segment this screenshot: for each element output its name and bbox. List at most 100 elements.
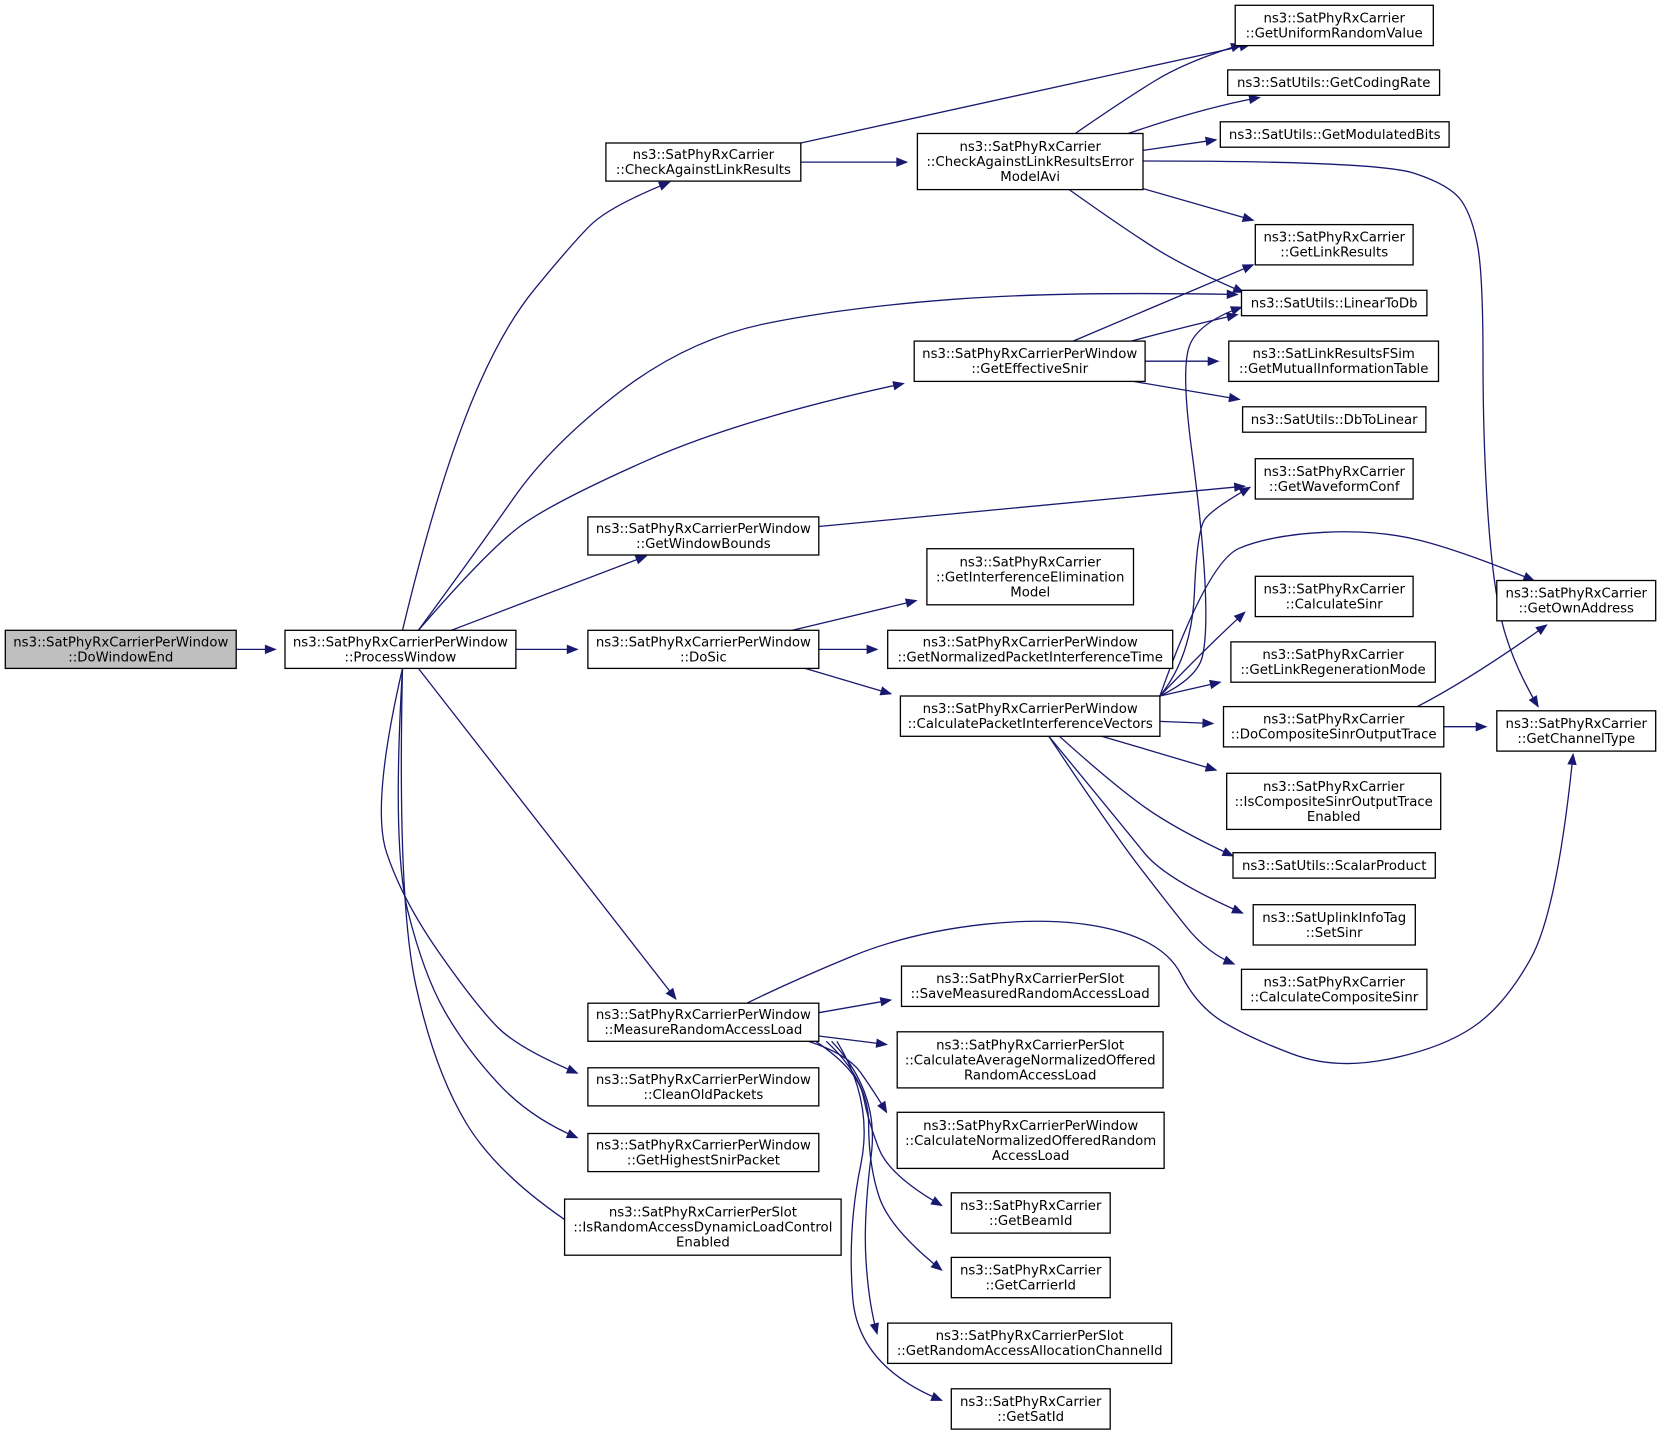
arrowhead-icon [1528,695,1539,708]
node-box [587,629,820,670]
node-label-line: ns3::SatPhyRxCarrier [1263,780,1405,795]
node-calculate-average-normalized-offered-random-access-load[interactable]: ns3::SatPhyRxCarrierPerSlot::CalculateAv… [896,1031,1164,1089]
node-db-to-linear[interactable]: ns3::SatUtils::DbToLinear [1241,406,1427,433]
arrowhead-icon [1209,679,1222,690]
arrowhead-icon [634,555,648,565]
node-label-line: ::GetHighestSnirPacket [627,1154,780,1169]
node-get-window-bounds[interactable]: ns3::SatPhyRxCarrierPerWindow::GetWindow… [587,516,820,556]
call-edge [1417,624,1548,708]
arrowhead-icon [1522,572,1536,582]
node-do-composite-sinr-output-trace[interactable]: ns3::SatPhyRxCarrier::DoCompositeSinrOut… [1222,705,1445,748]
node-process-window[interactable]: ns3::SatPhyRxCarrierPerWindow::ProcessWi… [284,629,517,670]
edge-line [400,668,576,1228]
node-label-line: ::CalculatePacketInterferenceVectors [908,717,1153,732]
node-box [1232,852,1436,879]
node-box [1227,69,1441,96]
arrowhead-icon [1535,624,1548,635]
arrowhead-icon [1475,721,1488,732]
edge-line [815,1040,943,1207]
node-get-own-address[interactable]: ns3::SatPhyRxCarrier::GetOwnAddress [1496,579,1657,622]
node-label-line: RandomAccessLoad [964,1068,1096,1083]
edge-line [836,1040,942,1402]
node-get-carrier-id[interactable]: ns3::SatPhyRxCarrier::GetCarrierId [950,1256,1111,1299]
node-do-sic[interactable]: ns3::SatPhyRxCarrierPerWindow::DoSic [587,629,820,670]
node-label-line: ns3::SatPhyRxCarrier [959,555,1101,570]
call-edges [236,42,1577,1402]
node-box [587,1132,820,1173]
node-get-mutual-information-table[interactable]: ns3::SatLinkResultsFSim::GetMutualInform… [1228,340,1440,383]
node-scalar-product[interactable]: ns3::SatUtils::ScalarProduct [1232,852,1436,879]
node-get-waveform-conf[interactable]: ns3::SatPhyRxCarrier::GetWaveformConf [1254,458,1414,500]
node-label-line: ns3::SatUtils::GetCodingRate [1237,76,1430,91]
node-get-modulated-bits[interactable]: ns3::SatUtils::GetModulatedBits [1219,121,1450,148]
node-box [913,340,1146,383]
node-is-random-access-dynamic-load-control-enabled[interactable]: ns3::SatPhyRxCarrierPerSlot::IsRandomAcc… [563,1198,842,1256]
node-linear-to-db[interactable]: ns3::SatUtils::LinearToDb [1240,289,1428,317]
node-label-line: Enabled [676,1236,730,1251]
node-calculate-composite-sinr[interactable]: ns3::SatPhyRxCarrier::CalculateComposite… [1240,968,1428,1011]
edge-line [1142,139,1217,152]
node-label-line: ::GetBeamId [989,1214,1072,1229]
call-edge [1142,136,1218,152]
node-box [1226,772,1442,831]
node-check-against-link-results[interactable]: ns3::SatPhyRxCarrier::CheckAgainstLinkRe… [605,142,802,182]
node-label-line: ::GetOwnAddress [1519,602,1634,617]
node-box [1230,641,1436,683]
arrowhead-icon [665,987,677,1000]
node-calculate-packet-interference-vectors[interactable]: ns3::SatPhyRxCarrierPerWindow::Calculate… [899,695,1161,737]
node-get-highest-snir-packet[interactable]: ns3::SatPhyRxCarrierPerWindow::GetHighes… [587,1132,820,1173]
node-save-measured-random-access-load[interactable]: ns3::SatPhyRxCarrierPerSlot::SaveMeasure… [900,965,1160,1008]
node-label-line: ns3::SatPhyRxCarrier [1263,975,1405,990]
node-get-link-regeneration-mode[interactable]: ns3::SatPhyRxCarrier::GetLinkRegeneratio… [1230,641,1436,683]
arrowhead-icon [1202,718,1215,728]
node-label-line: ::GetSatId [997,1410,1064,1425]
node-label-line: ns3::SatLinkResultsFSim [1253,347,1415,362]
arrowhead-icon [904,598,918,608]
node-box [1240,968,1428,1011]
edge-line [451,555,647,631]
arrowhead-icon [1222,955,1236,965]
node-label-line: ns3::SatPhyRxCarrier [1506,717,1648,732]
call-edge [815,1040,943,1207]
node-clean-old-packets[interactable]: ns3::SatPhyRxCarrierPerWindow::CleanOldP… [587,1067,820,1107]
node-get-normalized-packet-interference-time[interactable]: ns3::SatPhyRxCarrierPerWindow::GetNormal… [887,629,1174,670]
call-edge [397,668,579,1139]
edge-line [1101,735,1217,771]
node-get-coding-rate[interactable]: ns3::SatUtils::GetCodingRate [1227,69,1441,96]
node-box [1219,121,1450,148]
node-label-line: ns3::SatPhyRxCarrier [959,140,1101,155]
node-get-uniform-random-value[interactable]: ns3::SatPhyRxCarrier::GetUniformRandomVa… [1234,4,1434,47]
node-box [1240,289,1428,317]
call-edge [451,555,648,631]
node-box [900,965,1160,1008]
node-box [1496,710,1657,752]
call-edge [1074,43,1243,135]
call-edge [1072,264,1255,342]
node-get-sat-id[interactable]: ns3::SatPhyRxCarrier::GetSatId [950,1388,1111,1430]
edge-line [1142,187,1254,221]
node-get-beam-id[interactable]: ns3::SatPhyRxCarrier::GetBeamId [950,1192,1111,1234]
node-box [1254,458,1414,500]
node-box [1496,579,1657,622]
node-get-interference-elimination-model[interactable]: ns3::SatPhyRxCarrier::GetInterferenceEli… [926,548,1135,606]
node-get-channel-type[interactable]: ns3::SatPhyRxCarrier::GetChannelType [1496,710,1657,752]
node-box [284,629,517,670]
node-set-sinr[interactable]: ns3::SatUplinkInfoTag::SetSinr [1252,904,1416,946]
node-label-line: ns3::SatPhyRxCarrierPerWindow [596,522,811,537]
node-get-link-results[interactable]: ns3::SatPhyRxCarrier::GetLinkResults [1254,223,1414,266]
node-box [896,1111,1165,1170]
node-get-effective-snir[interactable]: ns3::SatPhyRxCarrierPerWindow::GetEffect… [913,340,1146,383]
node-measure-random-access-load[interactable]: ns3::SatPhyRxCarrierPerWindow::MeasureRa… [587,1002,820,1042]
node-calculate-normalized-offered-random-access-load[interactable]: ns3::SatPhyRxCarrierPerWindow::Calculate… [896,1111,1165,1170]
node-label-line: ::CheckAgainstLinkResultsError [926,155,1134,170]
node-calculate-sinr[interactable]: ns3::SatPhyRxCarrier::CalculateSinr [1254,575,1414,618]
node-check-against-link-results-error-model-avi[interactable]: ns3::SatPhyRxCarrier::CheckAgainstLinkRe… [916,132,1144,191]
node-is-composite-sinr-output-trace-enabled[interactable]: ns3::SatPhyRxCarrier::IsCompositeSinrOut… [1226,772,1442,831]
call-edge [380,668,579,1074]
node-label-line: ns3::SatUtils::ScalarProduct [1242,859,1427,874]
node-get-random-access-allocation-channel-id[interactable]: ns3::SatPhyRxCarrierPerSlot::GetRandomAc… [887,1322,1173,1365]
node-label-line: ns3::SatPhyRxCarrierPerSlot [609,1206,797,1221]
node-label-line: ::DoSic [680,650,727,665]
node-label-line: ::GetNormalizedPacketInterferenceTime [897,650,1162,665]
edge-line [1072,264,1254,342]
